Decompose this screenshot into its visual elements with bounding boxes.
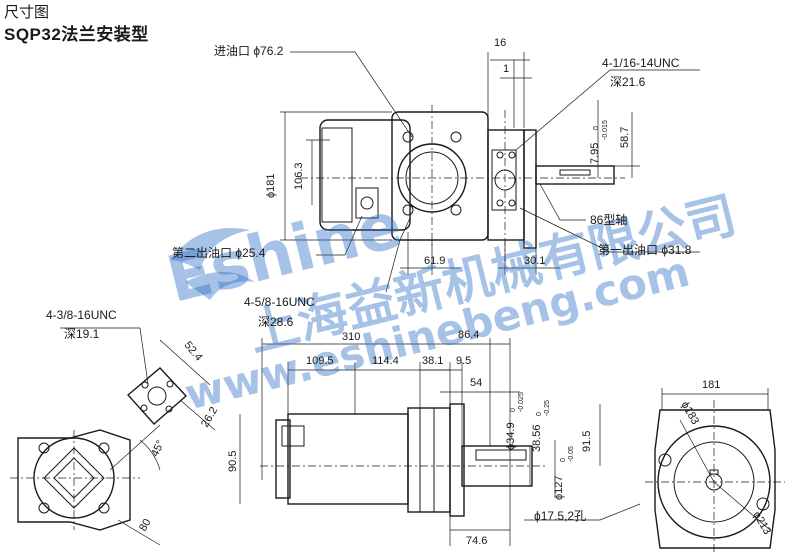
thread-label: 4-1/16-14UNC — [602, 56, 680, 70]
dim-30-1: 30.1 — [524, 255, 546, 267]
outlet1-label: 第一出油口 ϕ31.8 — [598, 243, 692, 257]
dim-7-95: 7.95 — [589, 142, 601, 164]
outlet2-label: 第二出油口 ϕ25.4 — [172, 246, 266, 260]
shaft-label: 86型轴 — [590, 213, 628, 227]
top-view-dimensions — [280, 51, 700, 293]
page-subtitle: SQP32法兰安装型 — [4, 25, 149, 44]
thread-depth: 深21.6 — [610, 75, 646, 89]
dim-34-9-tol-lo: -0.025 — [518, 392, 525, 412]
dim-34-9: ϕ34.9 — [505, 422, 517, 450]
left-view-outline — [10, 327, 216, 546]
dim-310: 310 — [342, 331, 361, 343]
dim-127: ϕ127 — [553, 475, 565, 500]
dim-86-4: 86.4 — [458, 329, 480, 341]
left-thread-depth: 深19.1 — [64, 327, 100, 341]
dim-127-tol-hi: 0 — [560, 458, 567, 462]
top-view-outline — [300, 105, 625, 265]
dim-61-9: 61.9 — [424, 255, 446, 267]
thread2-depth: 深28.6 — [258, 315, 294, 329]
dim-38-56-tol-hi: 0 — [536, 412, 543, 416]
dim-127-tol-lo: -0.05 — [568, 446, 575, 462]
thread2-label: 4-5/8-16UNC — [244, 295, 315, 309]
dim-74-6: 74.6 — [466, 535, 488, 547]
dim-38-56-tol-lo: -0.25 — [544, 400, 551, 416]
dim-1: 1 — [503, 63, 510, 75]
dim-181-right: 181 — [702, 379, 721, 391]
right-view-outline — [645, 388, 785, 552]
page-title: 尺寸图 — [4, 4, 50, 21]
dim-58-7: 58.7 — [619, 126, 631, 148]
dim-106-3: 106.3 — [293, 162, 305, 190]
dim-7-95-tol-lo: -0.015 — [602, 120, 609, 140]
side-view-outline — [239, 338, 641, 546]
dim-16: 16 — [494, 37, 507, 49]
left-thread-label: 4-3/8-16UNC — [46, 308, 117, 322]
inlet-label: 进油口 ϕ76.2 — [214, 44, 284, 58]
dim-7-95-tol-hi: 0 — [593, 126, 600, 130]
dim-9-5: 9.5 — [456, 355, 472, 367]
dim-109-5: 109.5 — [306, 355, 334, 367]
hole-label: ϕ17.5,2孔 — [534, 509, 587, 523]
dim-114-4: 114.4 — [372, 355, 399, 367]
dim-38-56: 38.56 — [531, 424, 543, 452]
dim-38-1: 38.1 — [422, 355, 444, 367]
dim-90-5: 90.5 — [227, 450, 239, 472]
dim-91-5: 91.5 — [581, 430, 593, 452]
dim-181-top: ϕ181 — [265, 173, 277, 198]
dim-54: 54 — [470, 377, 483, 389]
dim-34-9-tol-hi: 0 — [510, 408, 517, 412]
